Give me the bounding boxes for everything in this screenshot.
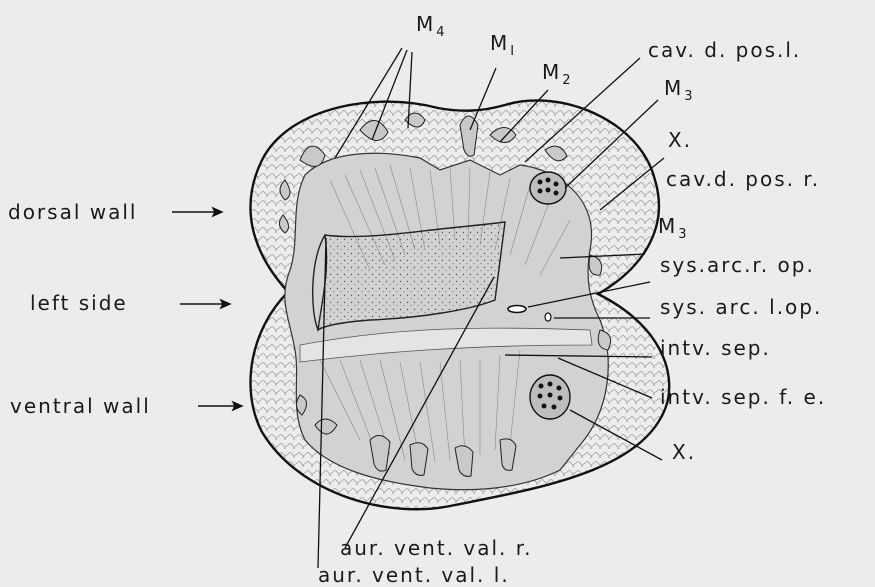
label-left-side: left side <box>30 293 128 313</box>
label-cav-d-pos-r: cav.d. pos. r. <box>666 169 820 189</box>
label-aur-vent-val-l: aur. vent. val. l. <box>318 565 510 585</box>
sys-arc-l-opening <box>545 313 551 321</box>
label-m3-mid: M3 <box>658 216 687 236</box>
label-intv-sep: intv. sep. <box>660 338 771 358</box>
sys-arc-r-opening <box>508 306 526 313</box>
label-sys-arc-r-op: sys.arc.r. op. <box>660 255 815 275</box>
label-x-top: X. <box>668 130 692 150</box>
label-dorsal-wall: dorsal wall <box>8 202 137 222</box>
label-m2: M2 <box>542 62 571 82</box>
left-arrows <box>172 208 242 410</box>
label-x-bottom: X. <box>672 442 696 462</box>
nodule-x-lower <box>530 375 570 419</box>
label-intv-sep-f-e: intv. sep. f. e. <box>660 387 826 407</box>
label-ventral-wall: ventral wall <box>10 396 151 416</box>
label-m4: M4 <box>416 14 445 34</box>
label-aur-vent-val-r: aur. vent. val. r. <box>340 538 533 558</box>
label-sys-arc-l-op: sys. arc. l.op. <box>660 297 822 317</box>
nodule-x-upper <box>530 172 566 204</box>
label-m3-top: M3 <box>664 78 693 98</box>
label-m1: MI <box>490 33 514 53</box>
label-cav-d-pos-l: cav. d. pos.l. <box>648 40 801 60</box>
